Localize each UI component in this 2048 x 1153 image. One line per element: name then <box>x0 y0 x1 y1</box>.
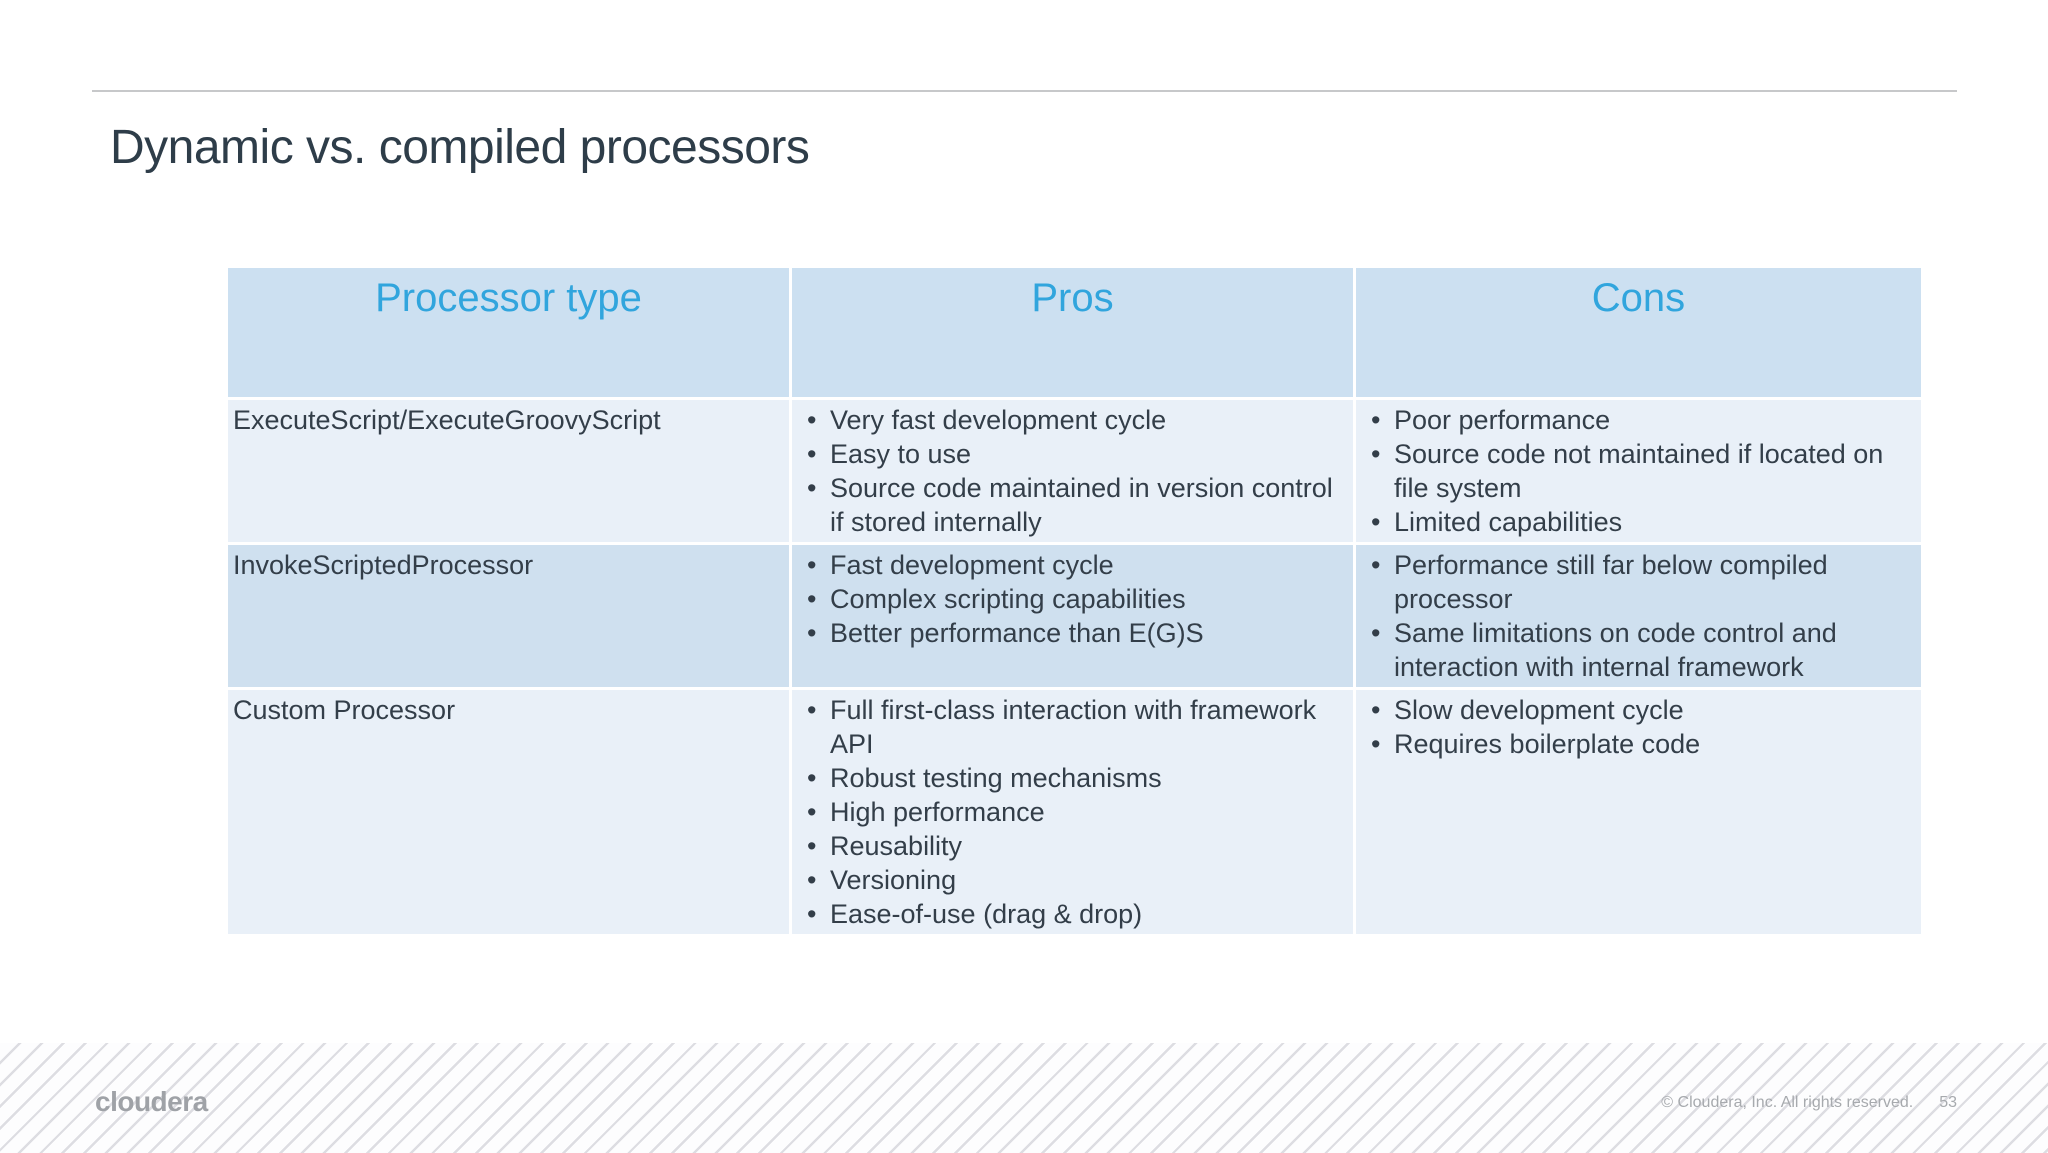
bullet-item: Fast development cycle <box>797 548 1345 582</box>
pros-cell: Fast development cycleComplex scripting … <box>792 545 1356 690</box>
table-header: Processor type Pros Cons <box>228 268 1921 400</box>
bullet-item: Robust testing mechanisms <box>797 761 1345 795</box>
bullet-item: Versioning <box>797 863 1345 897</box>
cons-cell: Performance still far below compiled pro… <box>1356 545 1921 690</box>
processor-type-cell: InvokeScriptedProcessor <box>228 545 792 690</box>
processor-type-cell: Custom Processor <box>228 690 792 937</box>
table-row: InvokeScriptedProcessorFast development … <box>228 545 1921 690</box>
bullet-item: Requires boilerplate code <box>1361 727 1913 761</box>
bullet-item: Reusability <box>797 829 1345 863</box>
bullet-item: Better performance than E(G)S <box>797 616 1345 650</box>
pros-list: Very fast development cycleEasy to useSo… <box>797 403 1345 539</box>
bullet-item: Source code maintained in version contro… <box>797 471 1345 539</box>
top-rule-divider <box>92 90 1957 92</box>
bullet-item: Easy to use <box>797 437 1345 471</box>
bullet-item: High performance <box>797 795 1345 829</box>
page-number: 53 <box>1939 1094 1957 1111</box>
bullet-item: Full first-class interaction with framew… <box>797 693 1345 761</box>
cons-cell: Slow development cycleRequires boilerpla… <box>1356 690 1921 937</box>
copyright-text: © Cloudera, Inc. All rights reserved. <box>1661 1094 1914 1111</box>
pros-list: Full first-class interaction with framew… <box>797 693 1345 931</box>
header-row: Processor type Pros Cons <box>228 268 1921 400</box>
bullet-item: Performance still far below compiled pro… <box>1361 548 1913 616</box>
table-row: ExecuteScript/ExecuteGroovyScriptVery fa… <box>228 400 1921 545</box>
cons-list: Poor performanceSource code not maintain… <box>1361 403 1913 539</box>
bullet-item: Complex scripting capabilities <box>797 582 1345 616</box>
processor-comparison-table: Processor type Pros Cons ExecuteScript/E… <box>228 268 1921 937</box>
bullet-item: Poor performance <box>1361 403 1913 437</box>
pros-cell: Full first-class interaction with framew… <box>792 690 1356 937</box>
header-cons: Cons <box>1356 268 1921 400</box>
bullet-item: Ease-of-use (drag & drop) <box>797 897 1345 931</box>
cons-list: Slow development cycleRequires boilerpla… <box>1361 693 1913 761</box>
pros-list: Fast development cycleComplex scripting … <box>797 548 1345 650</box>
footer-meta: © Cloudera, Inc. All rights reserved. 53 <box>1661 1094 1957 1112</box>
cons-cell: Poor performanceSource code not maintain… <box>1356 400 1921 545</box>
cons-list: Performance still far below compiled pro… <box>1361 548 1913 684</box>
table-body: ExecuteScript/ExecuteGroovyScriptVery fa… <box>228 400 1921 937</box>
cloudera-logo: cloudera <box>95 1086 208 1117</box>
bullet-item: Limited capabilities <box>1361 505 1913 539</box>
bullet-item: Very fast development cycle <box>797 403 1345 437</box>
footer-stripe-pattern <box>0 1043 2048 1153</box>
header-processor-type: Processor type <box>228 268 792 400</box>
bullet-item: Source code not maintained if located on… <box>1361 437 1913 505</box>
bullet-item: Same limitations on code control and int… <box>1361 616 1913 684</box>
slide-title: Dynamic vs. compiled processors <box>110 121 810 174</box>
table-row: Custom ProcessorFull first-class interac… <box>228 690 1921 937</box>
pros-cell: Very fast development cycleEasy to useSo… <box>792 400 1356 545</box>
header-pros: Pros <box>792 268 1356 400</box>
processor-type-cell: ExecuteScript/ExecuteGroovyScript <box>228 400 792 545</box>
bullet-item: Slow development cycle <box>1361 693 1913 727</box>
